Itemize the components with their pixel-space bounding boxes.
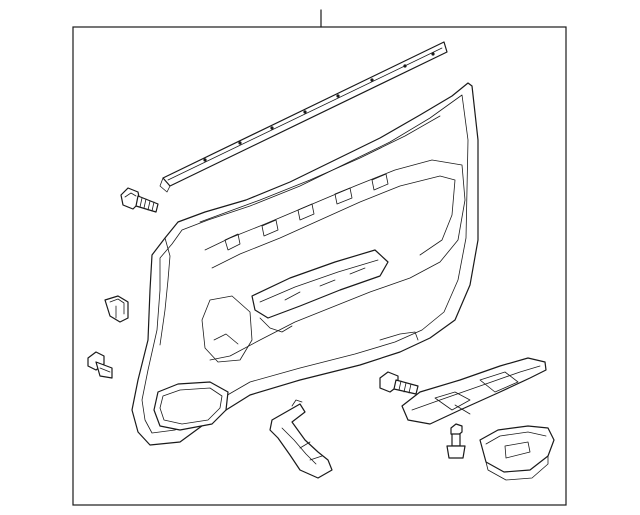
diagram-frame bbox=[72, 26, 567, 506]
switch-screw bbox=[446, 423, 466, 459]
armrest-bolt bbox=[379, 371, 419, 395]
retainer-clip bbox=[104, 295, 129, 323]
door-trim-panel bbox=[131, 82, 479, 446]
switch-bezel bbox=[401, 357, 547, 425]
beltline-weatherstrip bbox=[159, 41, 448, 193]
window-switch bbox=[479, 425, 555, 481]
mounting-bracket bbox=[269, 399, 333, 479]
trim-screw bbox=[87, 351, 113, 379]
panel-bolt bbox=[120, 187, 159, 213]
